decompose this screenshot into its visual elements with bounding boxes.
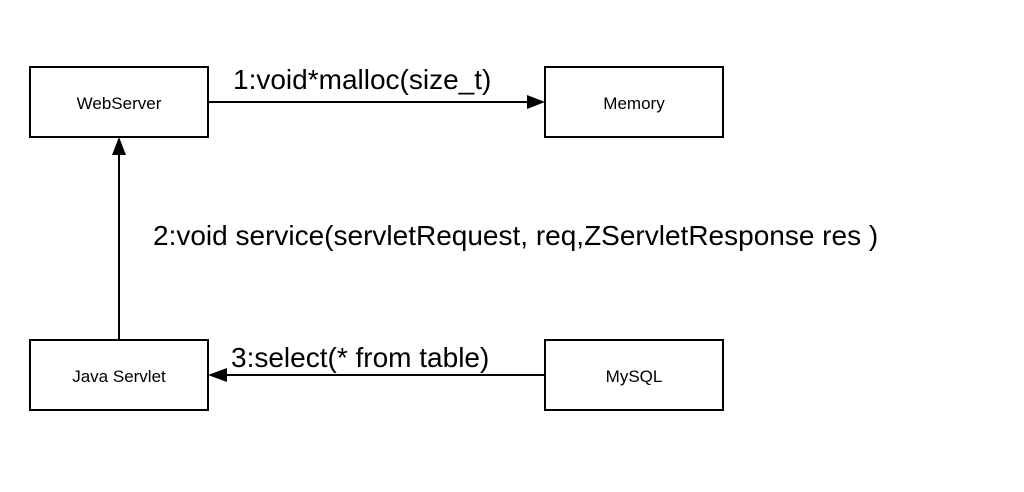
node-webserver-label: WebServer [77, 94, 162, 113]
node-webserver-box [29, 66, 209, 138]
node-memory[interactable]: Memory [544, 66, 724, 138]
node-mysql-label: MySQL [606, 367, 663, 386]
node-memory-label: Memory [603, 94, 665, 113]
node-memory-box [544, 66, 724, 138]
message-3-label: 3:select(* from table) [231, 342, 489, 373]
edge-2-arrowhead [112, 137, 126, 155]
edge-1-arrowhead [527, 95, 545, 109]
node-webserver[interactable]: WebServer [29, 66, 209, 138]
node-java-servlet-label: Java Servlet [72, 367, 166, 386]
message-1-label: 1:void*malloc(size_t) [233, 64, 491, 95]
edge-java-servlet-to-webserver [112, 137, 126, 340]
edge-3-arrowhead [208, 368, 227, 382]
node-java-servlet[interactable]: Java Servlet [29, 339, 209, 411]
edge-webserver-to-memory [208, 95, 545, 109]
node-mysql-box [544, 339, 724, 411]
message-2-label: 2:void service(servletRequest, req,ZServ… [153, 220, 878, 251]
edge-mysql-to-java-servlet [208, 368, 545, 382]
node-mysql[interactable]: MySQL [544, 339, 724, 411]
